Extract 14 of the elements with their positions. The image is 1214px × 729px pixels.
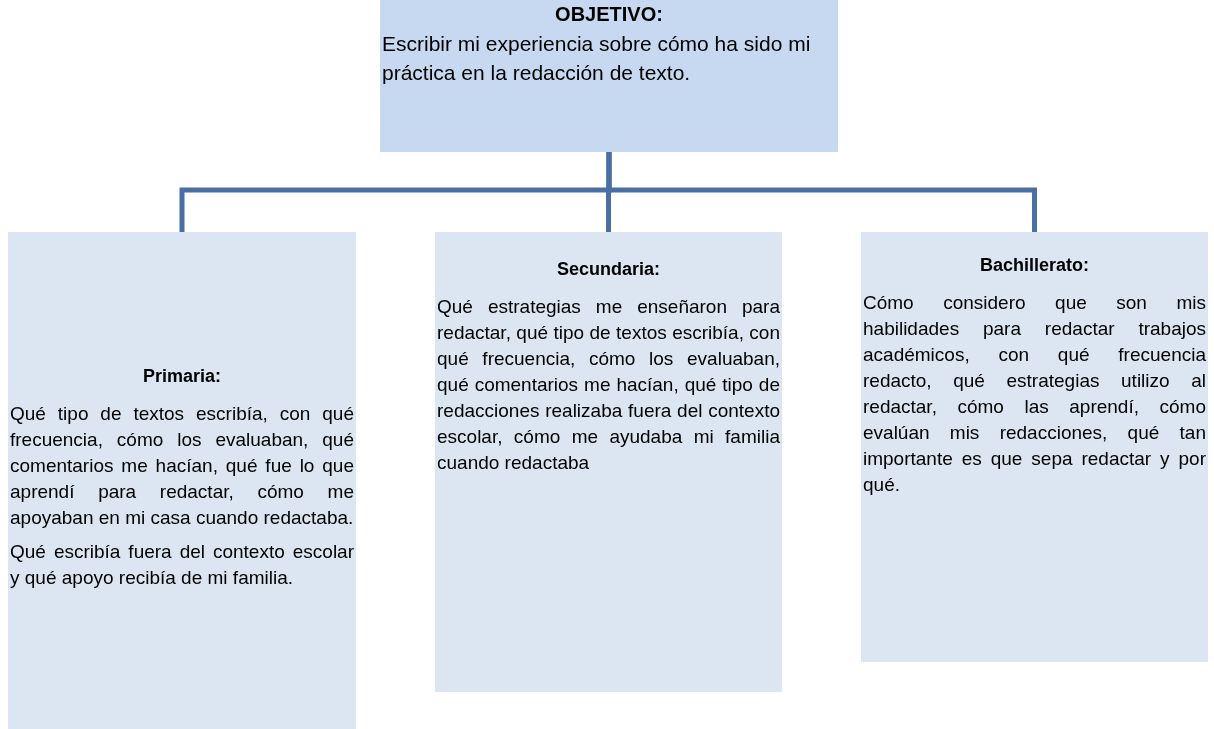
box-heading: Primaria: [141,364,222,388]
box-heading: Secundaria: [555,258,661,281]
box-text: Qué escribía fuera del contexto escolar y qué apoyo recibía de mi familia. [10,539,354,590]
box-text: Qué tipo de textos escribía, con qué frecuencia, cómo los evaluaban, qué comentarios me hacían, qué fue lo que aprendí para redactar, cómo me apoyaban en mi casa cuando redactaba. [10,401,354,530]
text-box [380,0,838,152]
text-box [435,232,782,692]
box-heading: Bachillerato: [979,254,1090,277]
connector-line [606,152,1037,232]
box-text: Qué estrategias me enseñaron para redactar, qué tipo de textos escribía, con qué frecuencia, cómo los evaluaban, qué comentarios me hacían, qué tipo de redacciones realizaba fuera del contexto escolar, cómo me ayudaba mi familia cuando redactaba [437,295,780,475]
box-text: Cómo considero que son mis habilidades para redactar trabajos académicos, con qué frecuencia redacto, qué estrategias utilizo al redactar, cómo las aprendí, cómo evalúan mis redacciones, qué tan importante es que sepa redactar y por qué. [863,291,1206,497]
text-box [8,232,356,729]
text-box [861,232,1208,662]
box-heading: OBJETIVO: [554,2,664,27]
box-text: Escribir mi experiencia sobre cómo ha sido mi práctica en la redacción de texto. [382,31,812,86]
